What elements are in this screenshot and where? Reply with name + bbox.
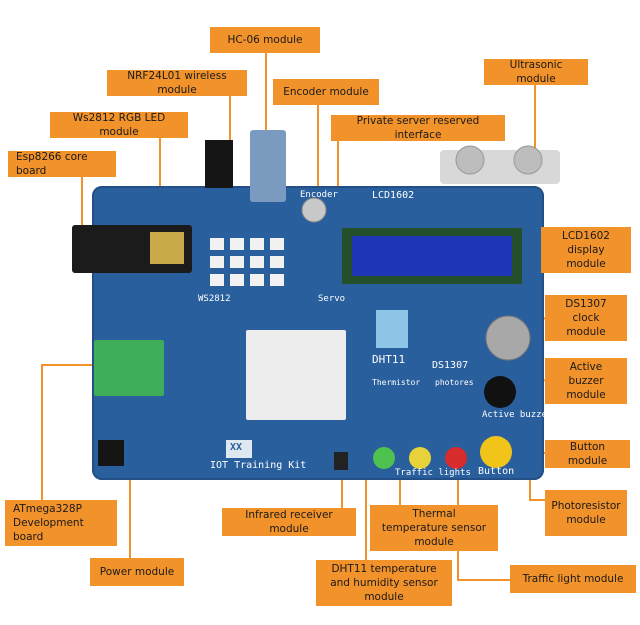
ws2812-matrix [210, 238, 284, 286]
ds1307-battery [485, 315, 531, 361]
board-text-encoder: Encoder [300, 190, 338, 200]
traffic-yellow-led [409, 447, 431, 469]
callout-traffic-light: Traffic light module [510, 565, 636, 593]
lcd-screen [352, 236, 512, 276]
callout-ds1307: DS1307 clock module [545, 295, 627, 341]
callout-photoresistor: Photoresistor module [545, 490, 627, 536]
callout-esp8266: Esp8266 core board [8, 151, 116, 177]
callout-ws2812: Ws2812 RGB LED module [50, 112, 188, 138]
board-text-logo: XX [230, 442, 243, 453]
board-text-photores: photores [435, 378, 474, 387]
board-text-dht11: DHT11 [372, 353, 406, 366]
board-text-active-buzzer: Active buzzer [482, 410, 553, 420]
board-text-servo: Servo [318, 294, 346, 304]
callout-power: Power module [90, 558, 184, 586]
board-text-thermistor: Thermistor [372, 378, 421, 387]
callout-active-buzzer: Active buzzer module [545, 358, 627, 404]
callout-infrared: Infrared receiver module [222, 508, 356, 536]
callout-nrf24l01: NRF24L01 wireless module [107, 70, 247, 96]
nrf24l01-board [205, 140, 233, 188]
traffic-red-led [445, 447, 467, 469]
callout-encoder: Encoder module [273, 79, 379, 105]
encoder-knob [301, 197, 327, 223]
dht11-sensor [376, 310, 408, 348]
callout-thermal: Thermal temperature sensor module [370, 505, 498, 551]
board-text-ws2812: WS2812 [198, 294, 231, 304]
callout-lcd1602: LCD1602 display module [541, 227, 631, 273]
board-text-ds1307: DS1307 [432, 360, 469, 371]
line-atmega [41, 364, 92, 500]
callout-atmega: ATmega328P Development board [5, 500, 117, 546]
callout-hc06: HC-06 module [210, 27, 320, 53]
iot-logo-mark [226, 440, 252, 458]
board-text-iot: IOT Training Kit [210, 460, 307, 471]
buzzer [484, 376, 516, 408]
esp8266-chip [150, 232, 184, 264]
board-text-lcd: LCD1602 [372, 190, 415, 201]
board-text-traffic: Traffic lights [395, 468, 471, 478]
power-jack [98, 440, 124, 466]
callout-button: Button module [545, 440, 630, 468]
hc06-board [250, 130, 286, 202]
button-cap [480, 436, 512, 468]
ultrasonic-eye-left [455, 145, 485, 175]
traffic-green-led [373, 447, 395, 469]
breadboard [246, 330, 346, 420]
board-text-button: Button [478, 466, 515, 477]
atmega-board [94, 340, 164, 396]
ir-receiver [334, 452, 348, 470]
callout-ultrasonic: Ultrasonic module [484, 59, 588, 85]
callout-dht11: DHT11 temperature and humidity sensor mo… [316, 560, 452, 606]
ultrasonic-eye-right [513, 145, 543, 175]
callout-private-server: Private server reserved interface [331, 115, 505, 141]
